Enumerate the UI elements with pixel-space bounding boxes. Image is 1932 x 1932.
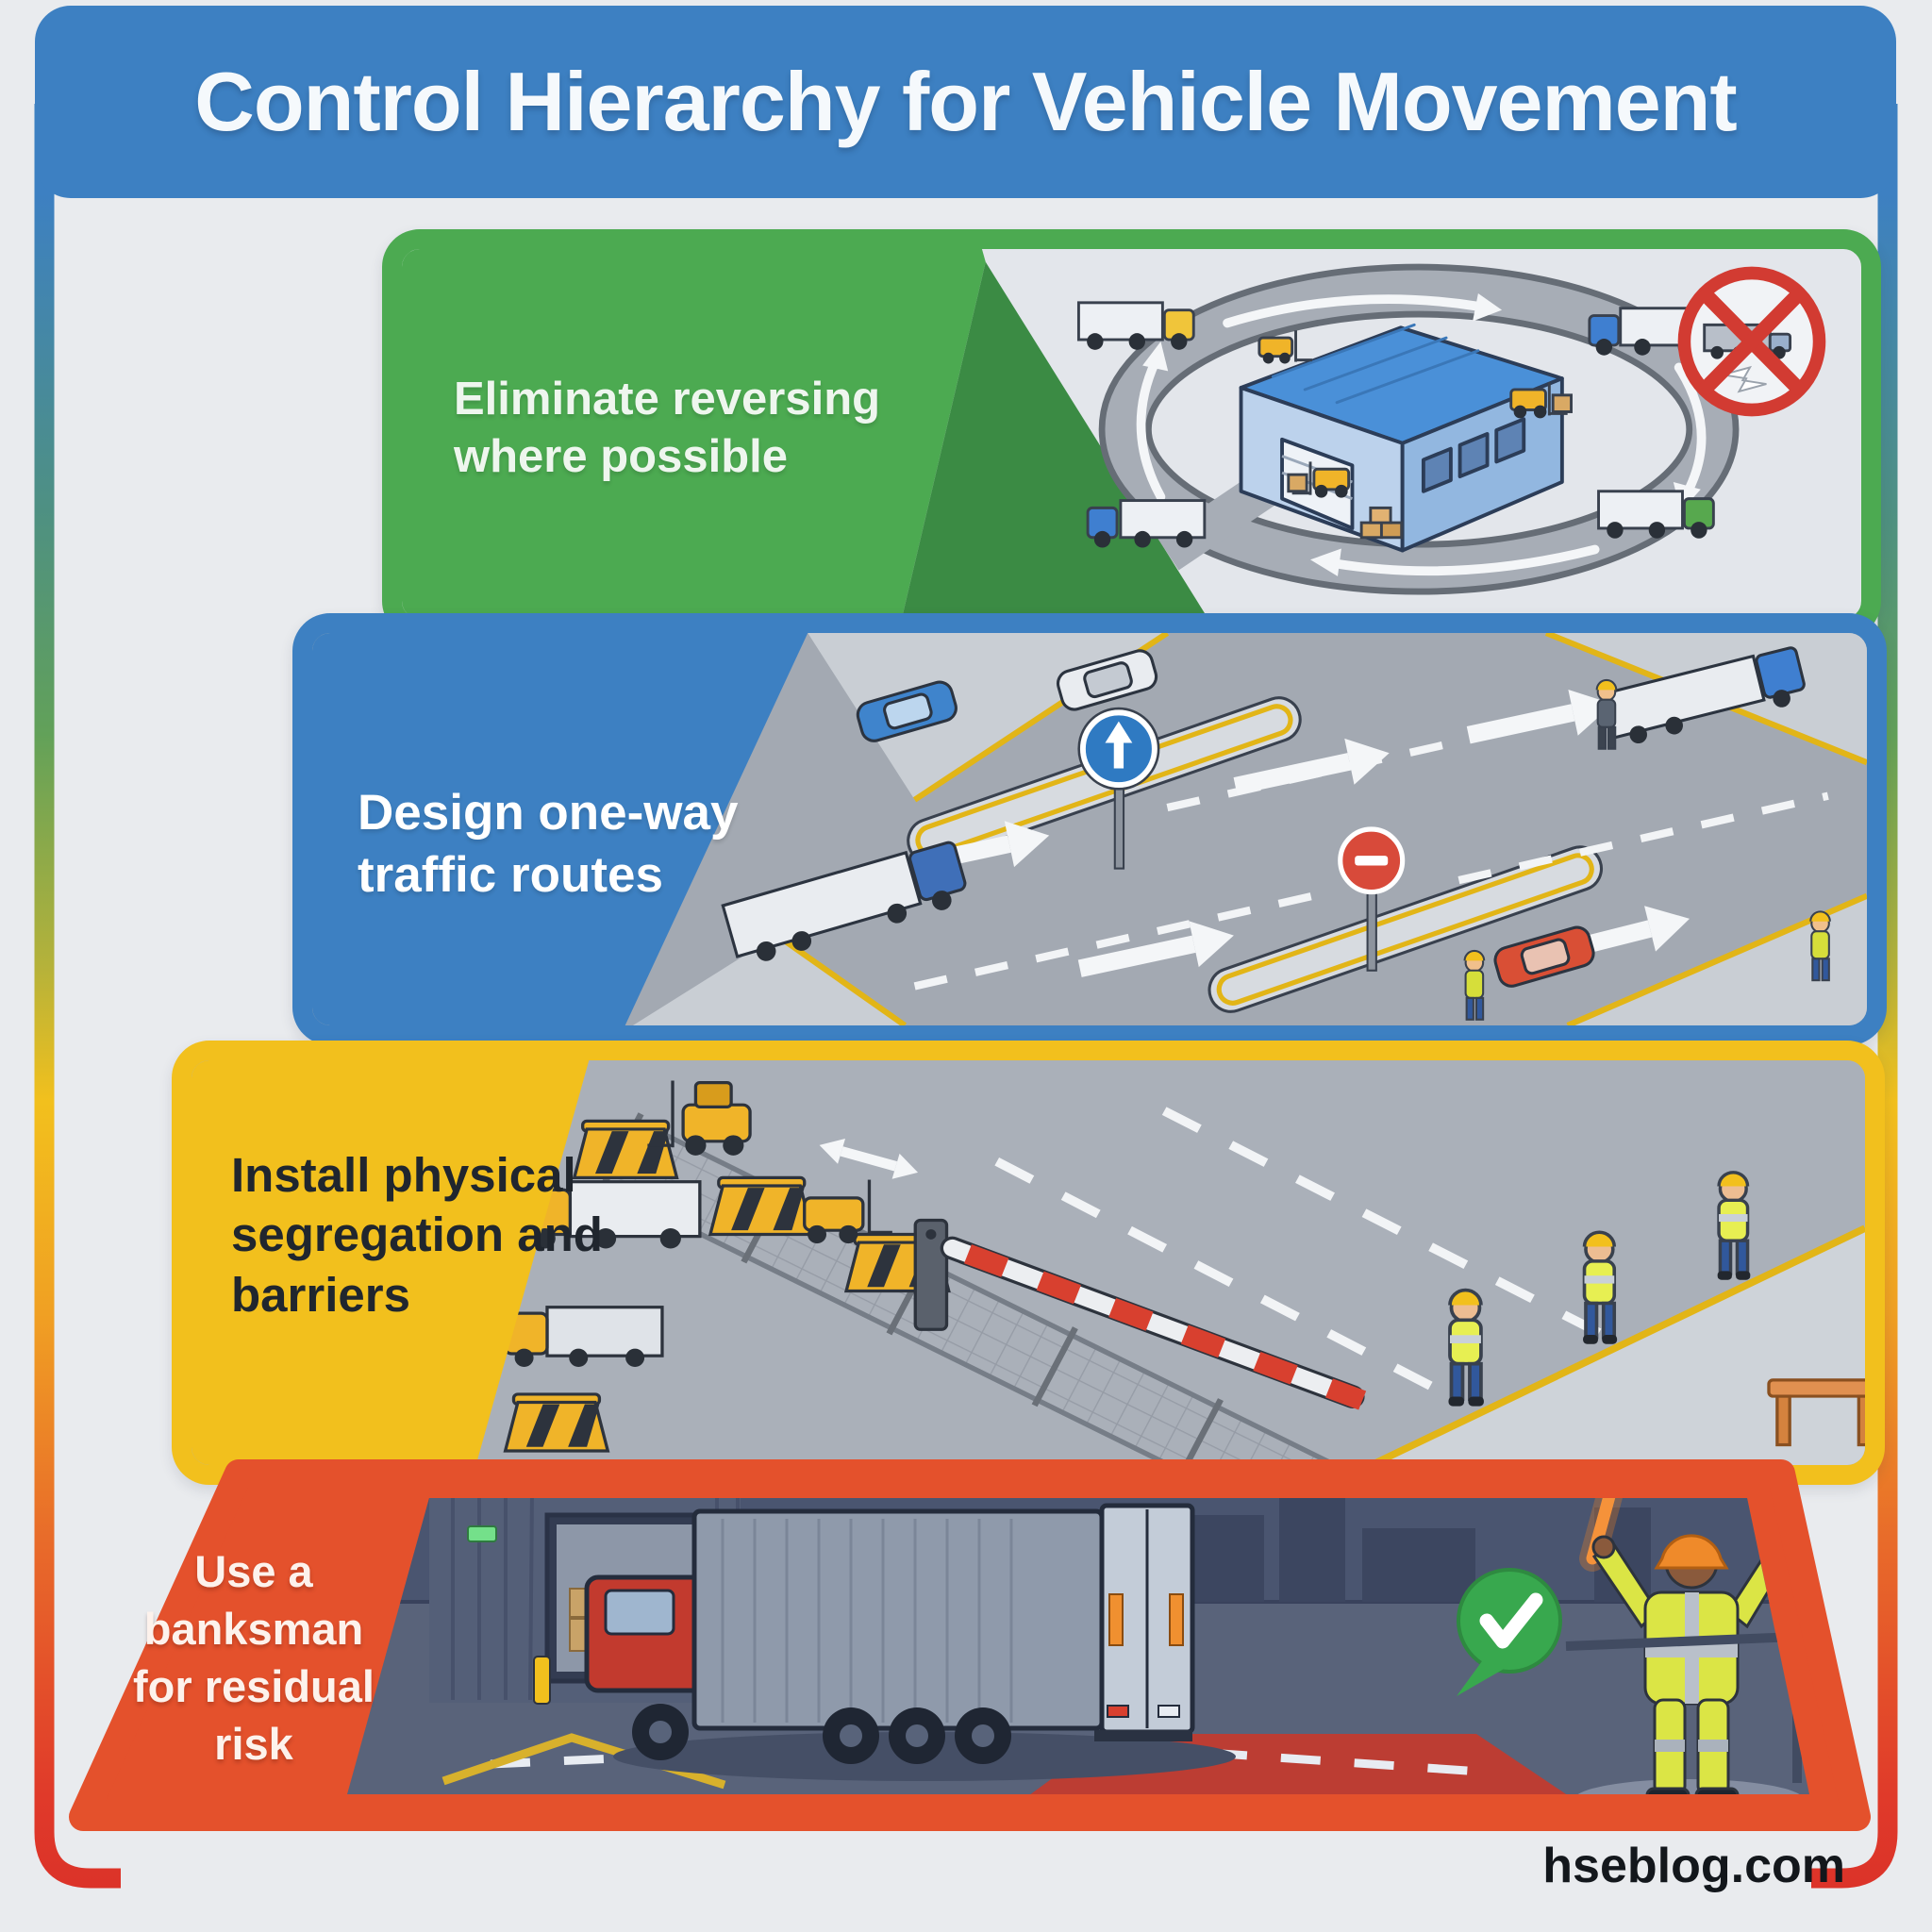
- forklift-icon: [1257, 330, 1573, 540]
- panel-one-way-routes: Design one-way traffic routes: [292, 613, 1887, 1045]
- no-entry-sign-icon: [1338, 826, 1406, 972]
- car-icon: [856, 649, 1595, 988]
- truck-icon: [721, 646, 1806, 961]
- truck-icon: [1076, 301, 1715, 548]
- barriers-illustration: [192, 1060, 1865, 1465]
- check-icon: [1457, 1568, 1562, 1696]
- panel1-color-region: [402, 249, 986, 619]
- panel-banksman: Use a banksman for residual risk: [0, 1453, 1932, 1838]
- panel-eliminate-reversing: Eliminate reversing where possible: [382, 229, 1881, 639]
- boom-barrier-icon: [913, 1218, 1367, 1410]
- panel-eliminate-label: Eliminate reversing where possible: [454, 374, 881, 483]
- forklift-icon: [647, 1080, 892, 1244]
- worker-icon: [1448, 1171, 1751, 1407]
- warehouse-icon: [1239, 323, 1564, 553]
- header: Control Hierarchy for Vehicle Movement: [35, 6, 1896, 198]
- pallet-icon: [1359, 506, 1404, 540]
- panel-segregation-label: Install physical segregation and barrier…: [231, 1148, 603, 1322]
- watermark: hseblog.com: [1542, 1839, 1845, 1893]
- worker-icon: [1463, 678, 1831, 1021]
- exit-light-icon: [467, 1525, 497, 1542]
- warehouse-loop-illustration: [402, 249, 1826, 619]
- road-markings: [994, 1107, 1627, 1399]
- panel-segregation-barriers: Install physical segregation and barrier…: [172, 1041, 1885, 1485]
- no-reversing-icon: [1677, 266, 1826, 417]
- panel-banksman-label: Use a banksman for residual risk: [133, 1546, 375, 1770]
- skyline: [1179, 1498, 1651, 1602]
- banksman-icon: [1574, 1498, 1804, 1794]
- banksman-illustration: [69, 1459, 1871, 1831]
- hard-hat-icon: [1654, 1534, 1729, 1570]
- page-title: Control Hierarchy for Vehicle Movement: [194, 55, 1737, 148]
- night-dock-scene: [347, 1498, 1809, 1794]
- two-way-arrow-icon: [819, 1138, 919, 1179]
- truck-icon: [584, 1503, 1236, 1781]
- one-way-sign-icon: [1077, 707, 1160, 870]
- intersection-illustration: [312, 633, 1867, 1025]
- panel3-color-region: [192, 1060, 590, 1465]
- panel2-color-region: [312, 633, 808, 1025]
- panel-one-way-label: Design one-way traffic routes: [358, 785, 739, 903]
